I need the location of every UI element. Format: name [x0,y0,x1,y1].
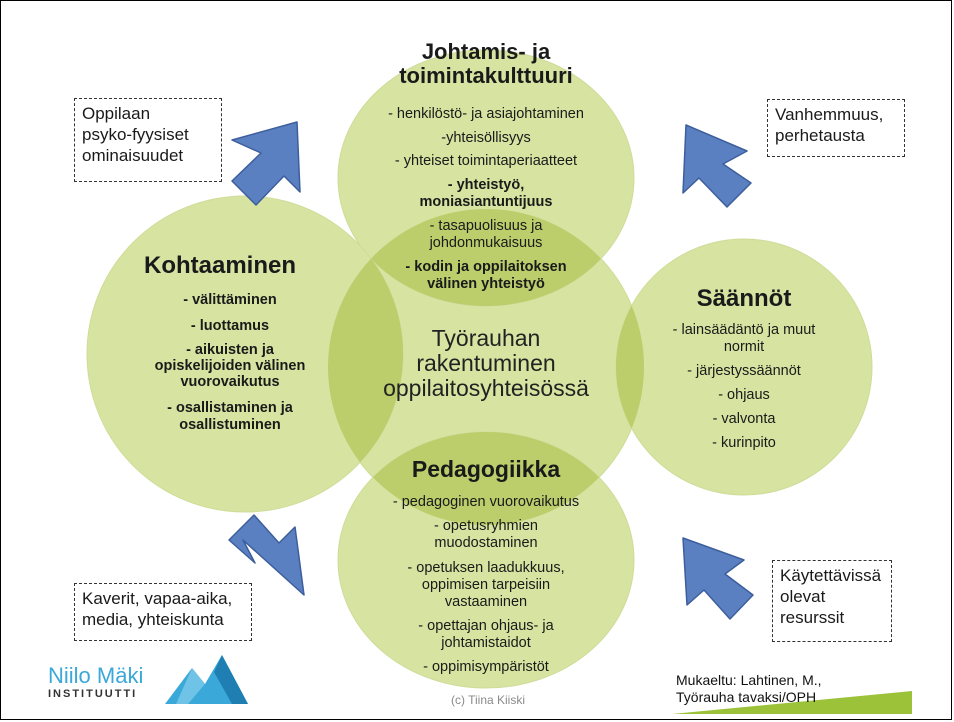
arrow-bottom-left-icon [228,514,305,596]
center-line3: oppilaitosyhteisössä [383,375,589,401]
box-tl-line1: Oppilaan [82,104,151,123]
box-br-line2: olevat [780,587,826,606]
box-tl-line3: ominaisuudet [82,146,184,165]
source-line1: Mukaeltu: Lahtinen, M., [676,672,822,688]
left-item-7: osallistuminen [179,417,281,433]
box-parenting: Vanhemmuus, perhetausta [767,99,905,157]
left-item-6: - osallistaminen ja [167,400,293,416]
top-item-8: - kodin ja oppilaitoksen [405,259,567,275]
right-title: Säännöt [696,285,792,312]
center-line2: rakentuminen [416,350,556,376]
box-bl-line2: media, yhteiskunta [82,610,224,629]
top-item-2: -yhteisöllisyys [441,130,531,146]
top-title-line1: Johtamis- ja [421,39,551,64]
overlap-bottom [338,432,634,525]
logo-line1: Niilo Mäki [48,663,144,688]
bottom-item-6: vastaaminen [444,594,528,610]
center-title: Työrauhan rakentuminen oppilaitosyhteisö… [366,326,606,401]
top-item-4: - yhteistyö, [447,177,525,193]
left-item-3: - aikuisten ja [186,342,274,358]
top-item-7: johdonmukaisuus [429,235,543,251]
right-item-6: - kurinpito [712,435,776,451]
box-student-traits: Oppilaan psyko-fyysiset ominaisuudet [74,98,222,182]
accent-triangle [672,691,912,714]
top-item-5: moniasiantuntijuus [419,194,553,210]
right-item-3: - järjestyssäännöt [687,363,801,379]
arrow-top-right-icon [682,124,752,208]
source-citation: Mukaeltu: Lahtinen, M., Työrauha tavaksi… [676,672,906,706]
box-tr-line1: Vanhemmuus, [775,105,884,124]
right-item-4: - ohjaus [718,387,770,403]
top-item-1: - henkilöstö- ja asiajohtaminen [388,106,584,122]
box-friends-media: Kaverit, vapaa-aika, media, yhteiskunta [74,583,252,641]
top-item-9: välinen yhteistyö [427,276,545,292]
bottom-item-8: johtamistaidot [441,635,531,651]
arrow-bottom-right-icon [682,537,754,620]
source-line2: Työrauha tavaksi/OPH [676,689,817,705]
overlap-top [338,209,634,306]
left-item-5: vuorovaikutus [180,374,280,390]
left-item-4: opiskelijoiden välinen [154,358,306,374]
logo: Niilo Mäki INSTITUUTTI [48,664,168,701]
arrow-top-left-icon [231,121,301,206]
top-item-3: - yhteiset toimintaperiaatteet [394,153,578,169]
box-tr-line2: perhetausta [775,126,865,145]
top-item-6: - tasapuolisuus ja [429,218,543,234]
logo-mountain-icon [165,655,248,704]
left-title: Kohtaaminen [143,252,296,279]
bottom-item-3: muodostaminen [434,535,538,551]
box-br-line1: Käytettävissä [780,566,882,585]
bottom-item-9: - oppimisympäristöt [423,659,549,675]
left-item-2: - luottamus [190,318,270,334]
center-line1: Työrauhan [431,325,541,351]
bottom-item-7: - opettajan ohjaus- ja [418,618,554,634]
right-item-2: normit [723,339,765,355]
box-bl-line1: Kaverit, vapaa-aika, [82,589,233,608]
right-item-5: - valvonta [712,411,776,427]
bottom-item-2: - opetusryhmien [434,518,538,534]
logo-line2: INSTITUUTTI [48,688,138,700]
right-item-1: - lainsäädäntö ja muut [672,322,816,338]
box-resources: Käytettävissä olevat resurssit [772,560,892,642]
bottom-title: Pedagogiikka [411,456,561,482]
left-item-1: - välittäminen [183,292,277,308]
box-br-line3: resurssit [780,608,845,627]
bottom-item-1: - pedagoginen vuorovaikutus [392,494,580,510]
copyright-text: (c) Tiina Kiiski [451,693,526,707]
top-title: Johtamis- ja toimintakulttuuri [386,40,586,88]
bottom-item-5: oppimisen tarpeisiin [421,577,551,593]
box-tl-line2: psyko-fyysiset [82,125,189,144]
top-title-line2: toimintakulttuuri [399,63,573,88]
bottom-item-4: - opetuksen laadukkuus, [407,560,565,576]
